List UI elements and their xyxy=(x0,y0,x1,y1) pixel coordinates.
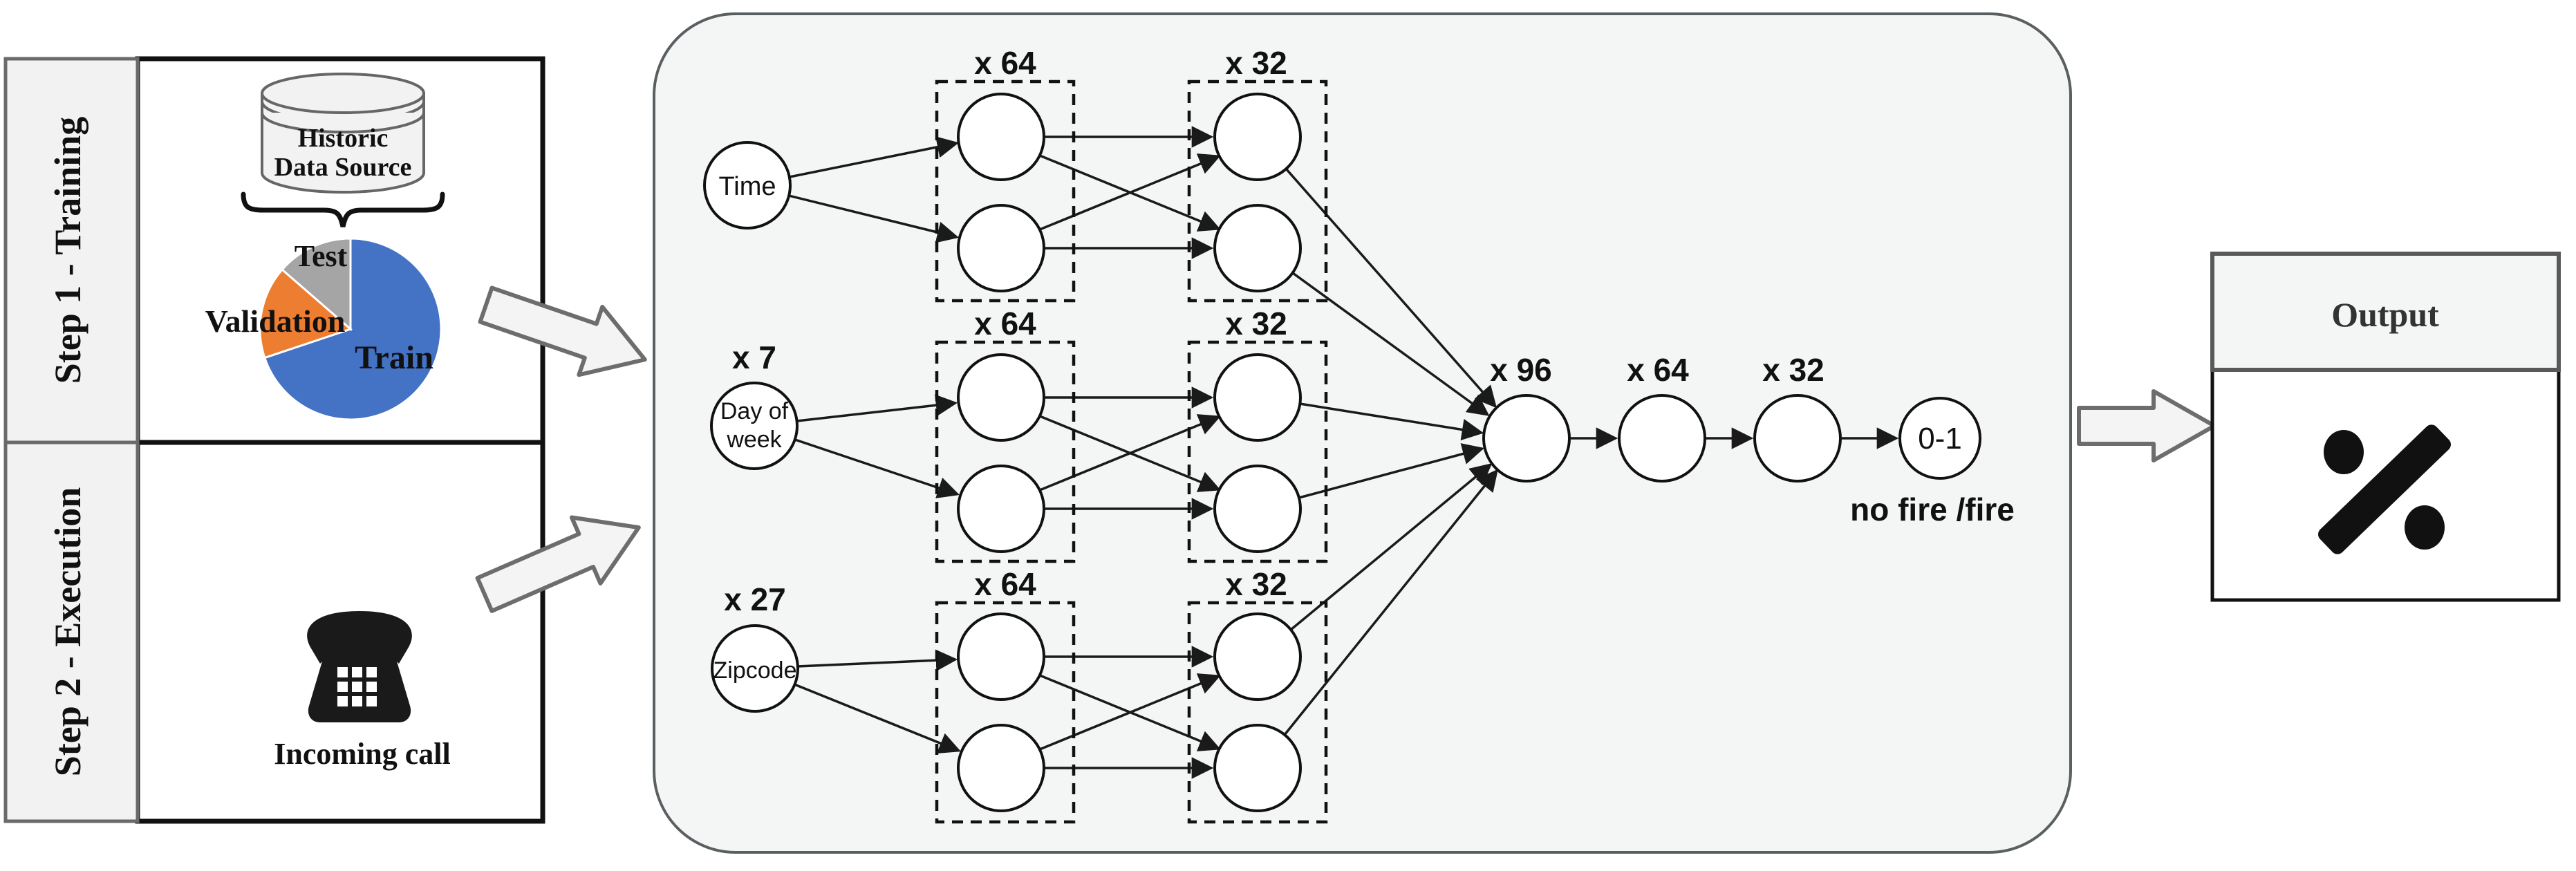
count-x27: x 27 xyxy=(724,581,786,617)
network-container xyxy=(653,12,2072,854)
pie-label-validation: Validation xyxy=(205,303,346,339)
step2-label-bar xyxy=(3,440,140,823)
percent-icon xyxy=(2318,424,2451,554)
day-of-week-label-line1: Day of xyxy=(720,398,789,424)
input-node-time: Time xyxy=(703,141,792,230)
dense32-node xyxy=(1753,394,1842,483)
hidden-neurons xyxy=(957,93,1302,812)
concat-x96-label: x 96 xyxy=(1490,352,1552,388)
input-node-zipcode: Zipcode xyxy=(711,624,799,713)
zip-x32-label: x 32 xyxy=(1225,566,1287,602)
day-of-week-label-line2: week xyxy=(726,427,782,453)
dow-layer2-box xyxy=(1187,340,1328,563)
incoming-call-label: Incoming call xyxy=(274,737,450,771)
time-layer1-box xyxy=(935,79,1076,303)
left-panel: Step 1 - Training Step 2 - Execution His… xyxy=(3,56,545,824)
time-x64-label: x 64 xyxy=(974,45,1036,81)
step1-label: Step 1 - Training xyxy=(47,117,88,384)
output-flow-arrow xyxy=(2077,389,2216,462)
input-node-day-of-week: Day of week xyxy=(710,382,799,470)
no-fire-fire-caption: no fire /fire xyxy=(1850,491,2015,527)
training-flow-arrow xyxy=(478,285,647,377)
database-icon: Historic Data Source xyxy=(261,73,425,194)
database-label-line1: Historic xyxy=(298,124,389,153)
pie-label-train: Train xyxy=(355,339,433,376)
dense-chain-nodes: 0-1 xyxy=(1482,394,1981,483)
zip-layer1-box xyxy=(935,601,1076,824)
execution-flow-arrow xyxy=(475,515,641,613)
neural-network-panel: Time Day of week Zipcode 0-1 x 7 x 27 x … xyxy=(653,12,2072,854)
pie-slice-validation xyxy=(259,268,353,359)
step2-label: Step 2 - Execution xyxy=(47,487,88,777)
output-node-label: 0-1 xyxy=(1918,422,1962,456)
dow-x32-label: x 32 xyxy=(1225,306,1287,341)
time-label: Time xyxy=(718,172,776,201)
output-title: Output xyxy=(2331,295,2439,334)
brace xyxy=(241,191,445,227)
pie-label-test: Test xyxy=(295,239,348,273)
zip-layer2-box xyxy=(1187,601,1328,824)
train-validation-test-pie: Test Validation Train xyxy=(205,237,442,421)
concat-node xyxy=(1482,394,1571,483)
pie-slice-test xyxy=(280,237,352,332)
output-node xyxy=(1898,397,1981,480)
time-layer2-box xyxy=(1187,79,1328,303)
output-header xyxy=(2210,252,2561,372)
count-x7: x 7 xyxy=(732,339,776,375)
dow-x64-label: x 64 xyxy=(974,306,1036,341)
pie-slice-train xyxy=(263,237,442,421)
output-panel: Output xyxy=(2210,252,2561,602)
dense-x32-label: x 32 xyxy=(1762,352,1824,388)
dense-x64-label: x 64 xyxy=(1627,352,1689,388)
time-x32-label: x 32 xyxy=(1225,45,1287,81)
database-label-line2: Data Source xyxy=(274,153,412,182)
zip-x64-label: x 64 xyxy=(974,566,1036,602)
zipcode-label: Zipcode xyxy=(713,657,797,684)
phone-icon xyxy=(307,611,412,722)
dense64-node xyxy=(1618,394,1706,483)
dow-layer1-box xyxy=(935,340,1076,563)
step1-label-bar xyxy=(3,57,140,444)
